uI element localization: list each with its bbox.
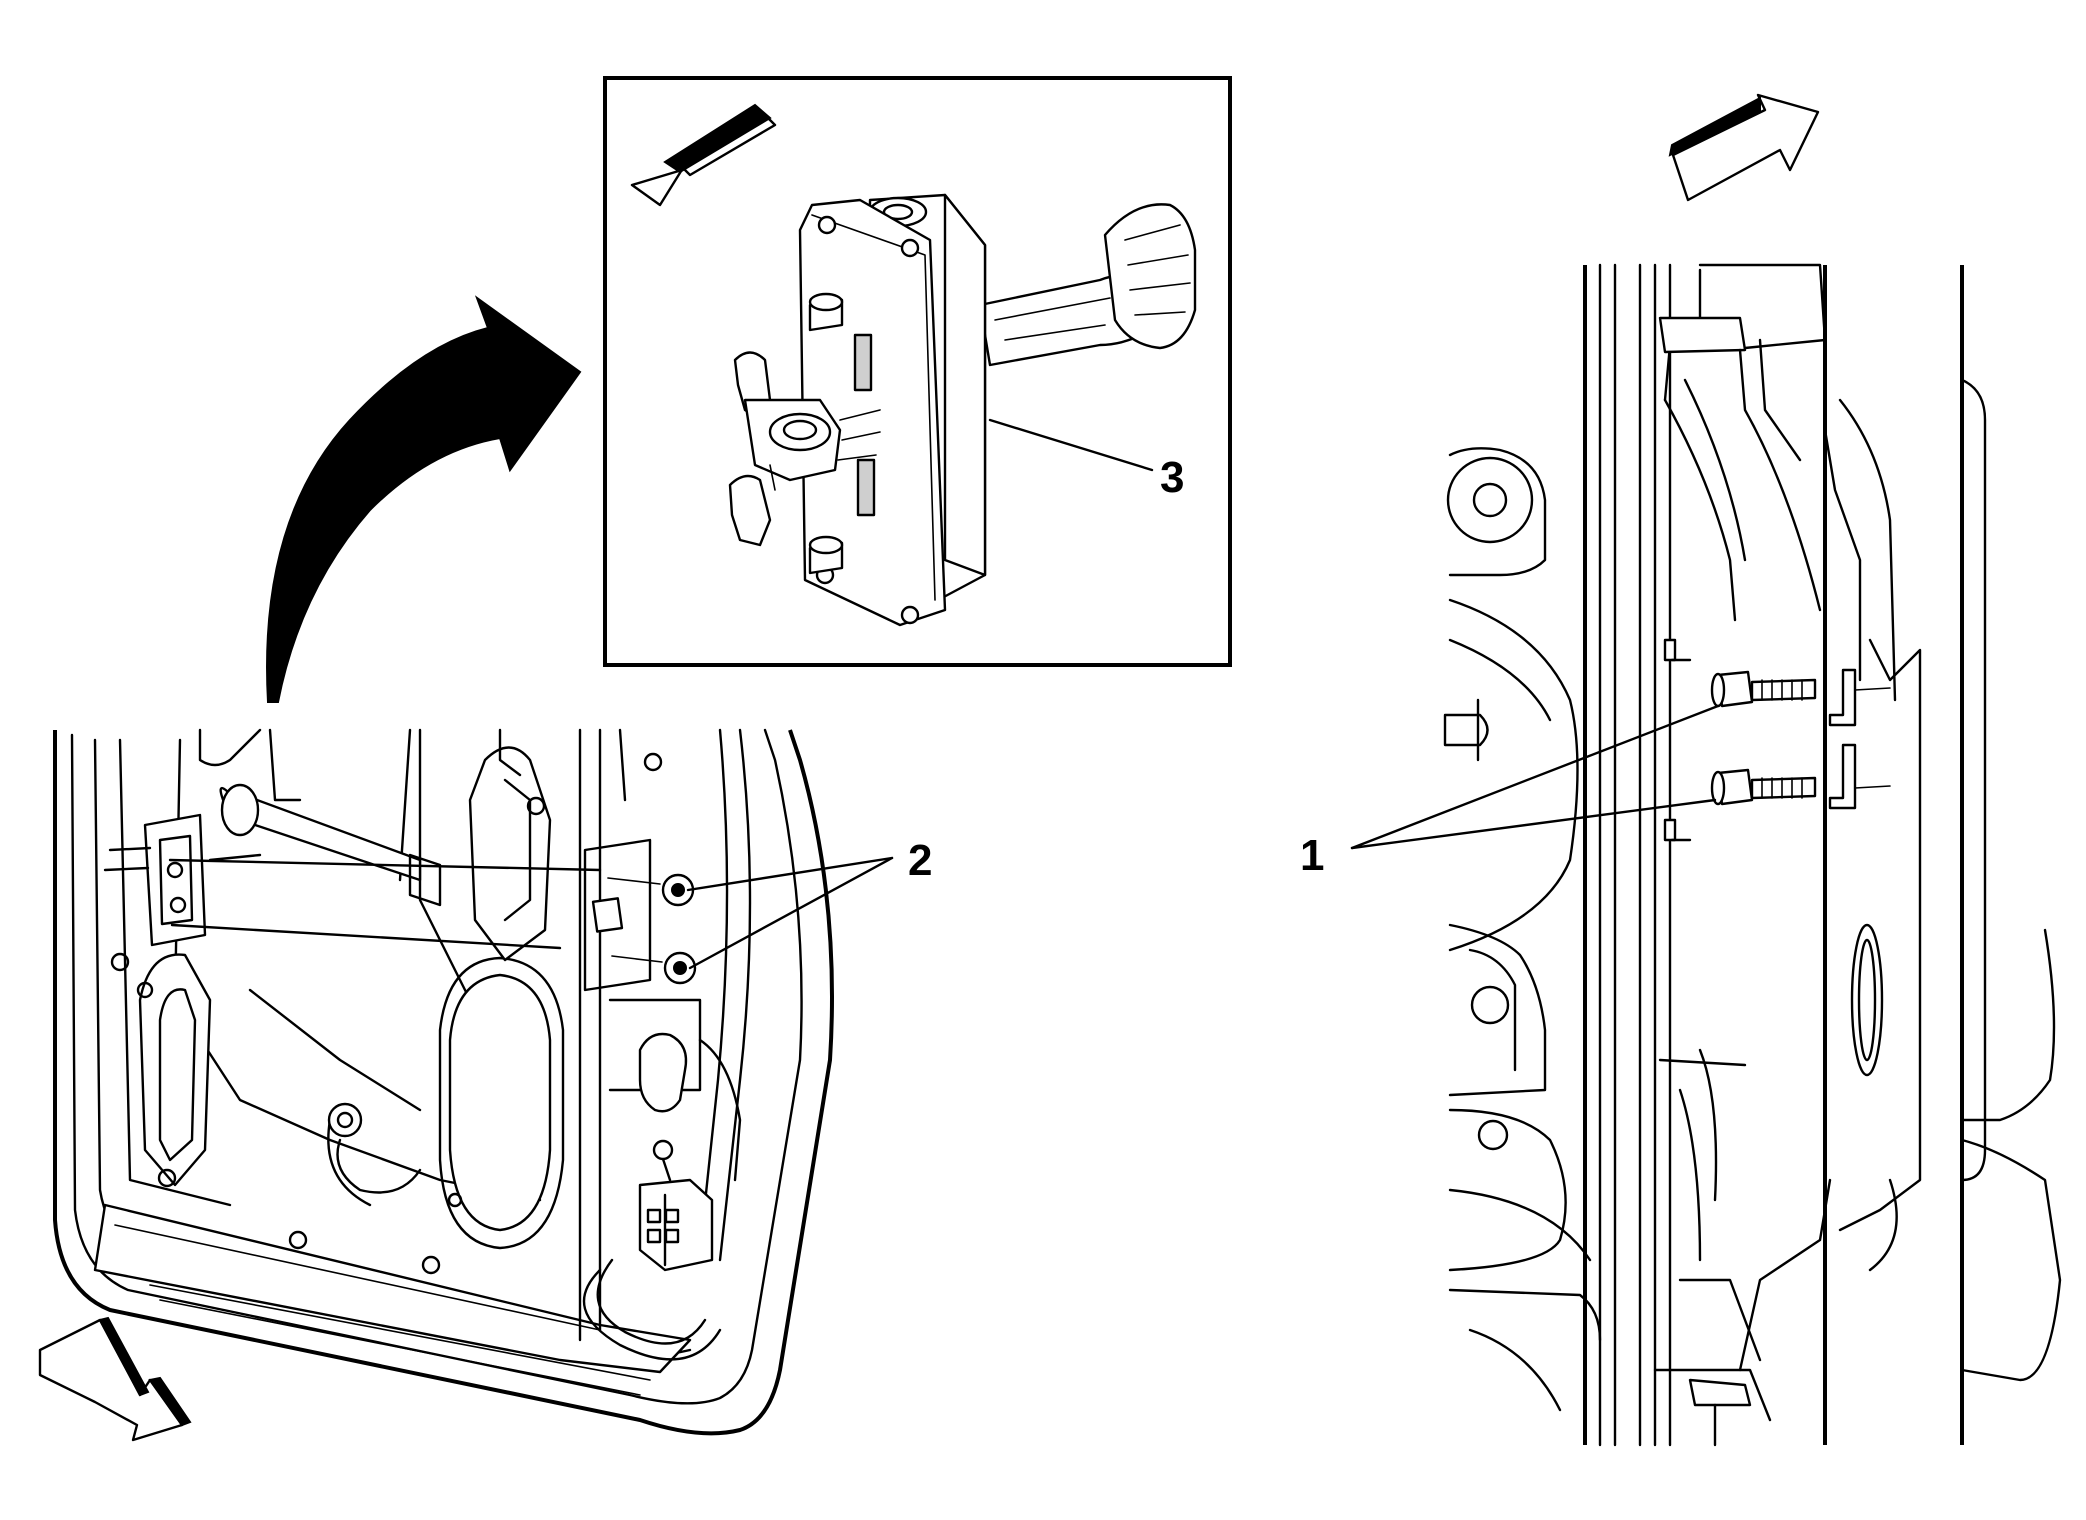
door-check-detail-inset — [603, 76, 1232, 667]
door-check-bolt — [1710, 670, 1817, 708]
door-hinge-bracket — [103, 813, 262, 947]
callout-3-label: 3 — [1160, 453, 1184, 502]
front-direction-arrow-icon — [38, 1316, 192, 1442]
door-edge-view — [1350, 263, 2062, 1447]
door-check-mounting-area — [583, 838, 697, 992]
door-inner-panel-view — [53, 728, 834, 1436]
curved-detail-arrow-icon — [266, 295, 582, 703]
callout-1-label: 1 — [1300, 831, 1324, 880]
door-check-bolt — [1710, 768, 1817, 806]
callout-2-label: 2 — [908, 836, 932, 885]
front-direction-arrow-icon — [630, 103, 777, 207]
door-harness-connector — [638, 1139, 714, 1272]
front-direction-arrow-icon — [1668, 93, 1820, 202]
